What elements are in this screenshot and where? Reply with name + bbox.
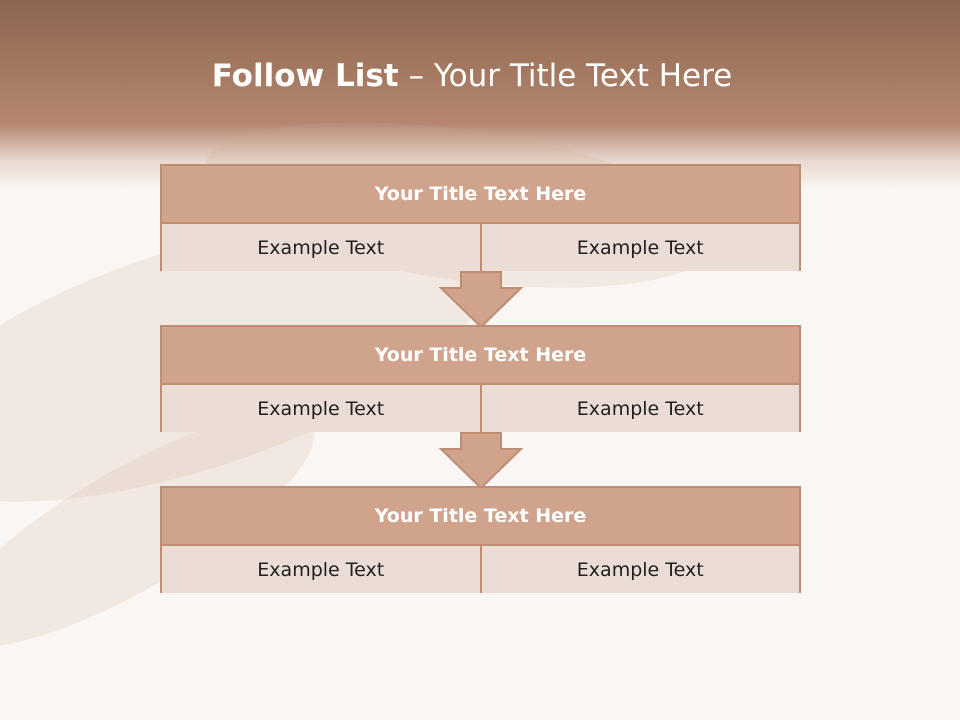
block-title: Your Title Text Here	[162, 327, 799, 385]
list-block-1: Your Title Text Here Example Text Exampl…	[160, 164, 801, 271]
block-cell-left: Example Text	[257, 236, 385, 259]
block-row: Example Text Example Text	[162, 385, 799, 432]
block-cell-right: Example Text	[479, 385, 800, 432]
block-row: Example Text Example Text	[162, 546, 799, 593]
block-cell-right: Example Text	[479, 546, 800, 593]
down-arrow-icon	[438, 271, 524, 329]
list-block-3: Your Title Text Here Example Text Exampl…	[160, 486, 801, 593]
slide-title-rest: – Your Title Text Here	[408, 58, 733, 94]
header-band	[0, 0, 960, 190]
down-arrow-icon	[438, 432, 524, 490]
block-title: Your Title Text Here	[162, 488, 799, 546]
block-cell-left: Example Text	[257, 397, 385, 420]
block-title: Your Title Text Here	[162, 166, 799, 224]
block-cell-left: Example Text	[257, 558, 385, 581]
block-cell-right: Example Text	[479, 224, 800, 271]
list-block-2: Your Title Text Here Example Text Exampl…	[160, 325, 801, 432]
block-row: Example Text Example Text	[162, 224, 799, 271]
slide-title: Follow List – Your Title Text Here	[0, 55, 944, 97]
slide-title-bold: Follow List	[211, 58, 399, 94]
